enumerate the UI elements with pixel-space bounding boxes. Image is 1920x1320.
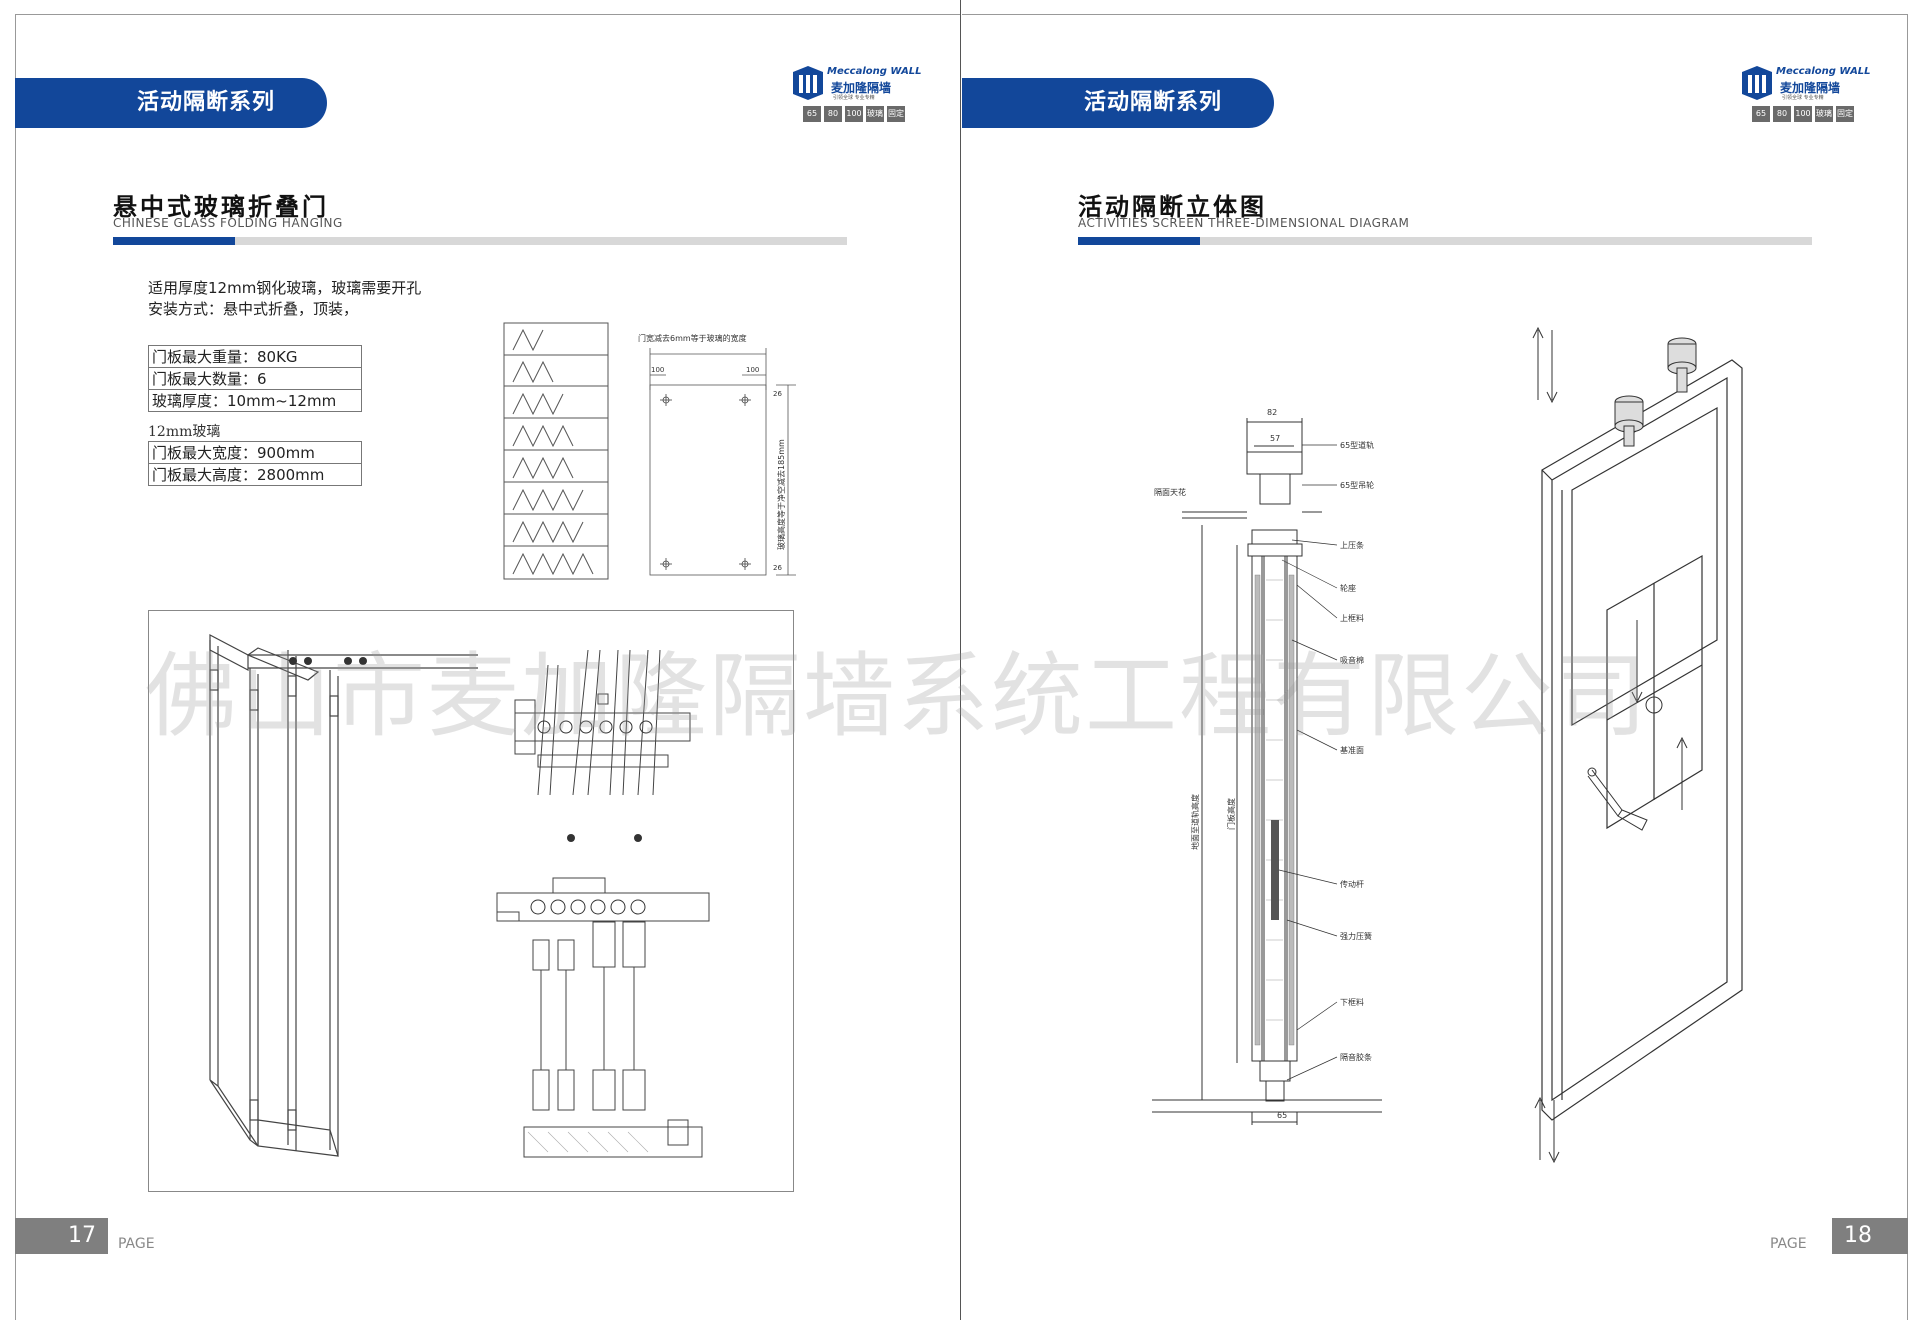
folding-panel-stack-drawing <box>503 322 609 580</box>
part-label: 基准面 <box>1340 745 1364 755</box>
floor-to-track-height-label: 地面至道轨高度 <box>1190 794 1200 850</box>
dim-label: 100 <box>746 366 759 374</box>
page-label: PAGE <box>118 1236 155 1252</box>
badge: 玻璃 <box>1815 106 1833 122</box>
section-subtitle: CHINESE GLASS FOLDING HANGING <box>113 216 343 230</box>
partition-section-drawing: 82 57 <box>1152 408 1382 1125</box>
badge: 80 <box>1773 106 1791 122</box>
brand-name-cn: 麦加隆隔墙 <box>831 81 892 95</box>
panel-height-label: 门板高度 <box>1226 798 1236 830</box>
brand-logo: Meccalong WALL 麦加隆隔墙 引领全球 专业专精 65 80 100… <box>793 62 923 142</box>
spec-row: 门板最大高度：2800mm <box>148 463 362 486</box>
part-label: 传动杆 <box>1340 879 1364 889</box>
section-title: 活动隔断立体图 <box>1078 193 1267 221</box>
part-label: 隔音胶条 <box>1340 1052 1372 1062</box>
spec-row: 玻璃厚度：10mm~12mm <box>148 389 362 412</box>
part-label: 65型吊轮 <box>1340 480 1374 490</box>
badge: 固定 <box>1836 106 1854 122</box>
badge: 65 <box>803 106 821 122</box>
dim-label: 82 <box>1267 408 1277 417</box>
glass-height-note: 玻璃高度等于净空减去185mm <box>776 439 786 550</box>
ceiling-label: 隔面天花 <box>1154 487 1186 497</box>
hardware-assembly-drawing <box>148 610 794 1192</box>
page-number: 17 <box>15 1218 108 1254</box>
spec-row: 门板最大重量：80KG <box>148 345 362 368</box>
partition-3d-drawing <box>1532 326 1743 1164</box>
section-title: 悬中式玻璃折叠门 <box>113 193 329 221</box>
page-border <box>1907 14 1908 1320</box>
brand-slogan: 引领全球 专业专精 <box>1782 95 1824 101</box>
page-border <box>15 14 960 15</box>
part-label: 上压条 <box>1340 540 1364 550</box>
company-watermark: 佛山市麦加隆隔墙系统工程有限公司 <box>145 643 1650 750</box>
left-page: 活动隔断系列 Meccalong WALL 麦加隆隔墙 引领全球 专业专精 65… <box>15 14 960 1320</box>
badge: 100 <box>845 106 863 122</box>
logo-icon <box>793 66 823 100</box>
part-label: 强力压簧 <box>1340 931 1372 941</box>
dim-label: 26 <box>773 564 782 572</box>
right-page: 活动隔断系列 Meccalong WALL 麦加隆隔墙 引领全球 专业专精 65… <box>962 0 1920 1320</box>
part-label: 上框料 <box>1340 613 1364 623</box>
series-banner: 活动隔断系列 <box>962 78 1274 128</box>
section-divider <box>1078 237 1812 245</box>
dim-label: 26 <box>773 390 782 398</box>
spec-table-2: 门板最大宽度：900mm 门板最大高度：2800mm <box>148 441 362 486</box>
section-divider <box>113 237 847 245</box>
part-label: 吸音棉 <box>1340 655 1364 665</box>
section-subtitle: ACTIVITIES SCREEN THREE-DIMENSIONAL DIAG… <box>1078 216 1410 230</box>
book-spine <box>960 0 961 1320</box>
dim-label: 100 <box>651 366 664 374</box>
glass-width-note: 门宽减去6mm等于玻璃的宽度 <box>638 333 747 343</box>
logo-icon <box>1742 66 1772 100</box>
page-border <box>962 14 1907 15</box>
brand-name-cn: 麦加隆隔墙 <box>1780 81 1841 95</box>
dim-label: 65 <box>1277 1111 1287 1120</box>
brand-name-en: Meccalong WALL <box>827 66 922 77</box>
description-line: 安装方式：悬中式折叠，顶装， <box>148 300 359 318</box>
page-number: 18 <box>1832 1218 1908 1254</box>
glass-label: 12mm玻璃 <box>148 424 221 440</box>
part-label: 下框料 <box>1340 997 1364 1007</box>
drive-rod <box>1271 820 1279 920</box>
description-line: 适用厚度12mm钢化玻璃，玻璃需要开孔 <box>148 279 422 297</box>
badge: 固定 <box>887 106 905 122</box>
product-badges: 65 80 100 玻璃 固定 <box>1752 106 1854 122</box>
glass-panel-dimension-drawing: 门宽减去6mm等于玻璃的宽度 100 100 26 26 玻璃高度等于净空减去1… <box>638 333 796 576</box>
part-label: 轮座 <box>1340 583 1356 593</box>
product-badges: 65 80 100 玻璃 固定 <box>803 106 905 122</box>
badge: 100 <box>1794 106 1812 122</box>
spec-row: 门板最大宽度：900mm <box>148 441 362 464</box>
badge: 玻璃 <box>866 106 884 122</box>
brand-slogan: 引领全球 专业专精 <box>833 95 875 101</box>
brand-name-en: Meccalong WALL <box>1776 66 1871 77</box>
dim-label: 57 <box>1270 434 1280 443</box>
part-label: 65型道轨 <box>1340 440 1374 450</box>
series-banner: 活动隔断系列 <box>15 78 327 128</box>
page-border <box>15 14 16 1320</box>
badge: 80 <box>824 106 842 122</box>
badge: 65 <box>1752 106 1770 122</box>
page-label: PAGE <box>1770 1236 1807 1252</box>
spec-row: 门板最大数量：6 <box>148 367 362 390</box>
brand-logo: Meccalong WALL 麦加隆隔墙 引领全球 专业专精 65 80 100… <box>1742 62 1872 142</box>
product-description: 适用厚度12mm钢化玻璃，玻璃需要开孔 安装方式：悬中式折叠，顶装， <box>148 278 421 320</box>
spec-table-1: 门板最大重量：80KG 门板最大数量：6 玻璃厚度：10mm~12mm <box>148 345 362 412</box>
